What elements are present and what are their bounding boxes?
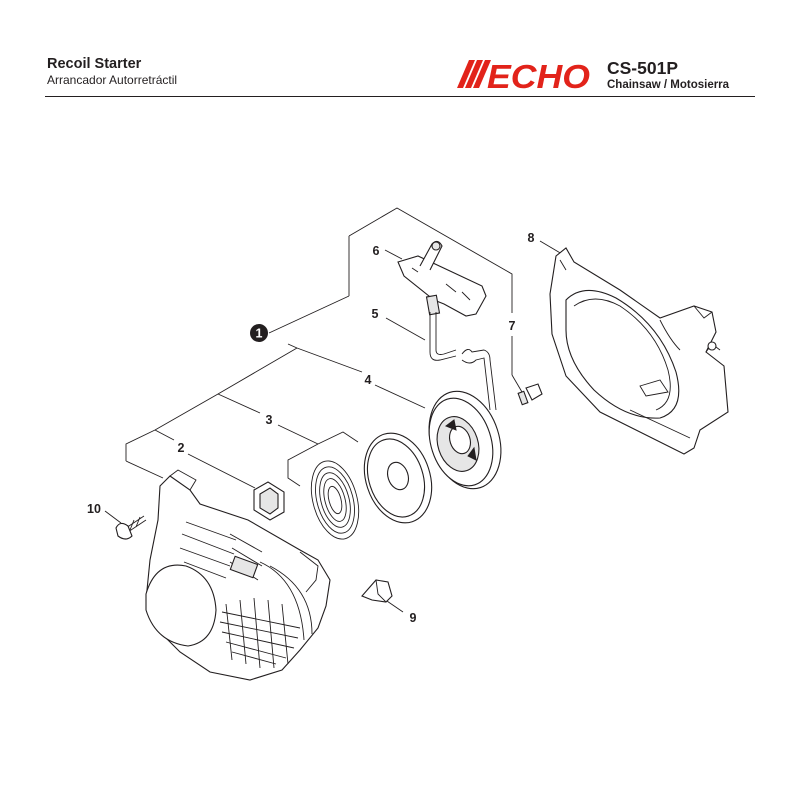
callout-10: 10 bbox=[87, 502, 101, 516]
leader-lines bbox=[104, 207, 563, 613]
bolt-10 bbox=[115, 515, 147, 540]
header-left: Recoil Starter Arrancador Autorretráctil bbox=[47, 56, 177, 88]
echo-logo: ECHO bbox=[457, 58, 590, 90]
assembly-marker bbox=[250, 324, 268, 342]
callout-6: 6 bbox=[373, 244, 380, 258]
rope-pulley bbox=[428, 390, 502, 490]
callout-7: 7 bbox=[509, 319, 516, 333]
callout-1: 1 bbox=[256, 327, 263, 341]
callout-5: 5 bbox=[372, 307, 379, 321]
callout-labels: 1 2 3 4 5 6 7 8 9 10 bbox=[87, 231, 534, 625]
starter-handle bbox=[397, 240, 487, 317]
clip-9 bbox=[361, 579, 393, 603]
starter-rope bbox=[429, 312, 497, 411]
fan-cover bbox=[549, 247, 729, 455]
callout-8: 8 bbox=[528, 231, 535, 245]
model-number: CS-501P bbox=[607, 58, 679, 78]
callout-2: 2 bbox=[178, 441, 185, 455]
header-rule bbox=[45, 96, 755, 97]
screw-7 bbox=[517, 383, 543, 406]
spring-case bbox=[363, 432, 433, 524]
starter-housing bbox=[145, 469, 331, 681]
header-right: CS-501P Chainsaw / Motosierra bbox=[607, 59, 729, 92]
callout-3: 3 bbox=[266, 413, 273, 427]
callout-4: 4 bbox=[365, 373, 372, 387]
callout-9: 9 bbox=[410, 611, 417, 625]
brand-wordmark: ECHO bbox=[487, 58, 590, 90]
rope-guide bbox=[253, 481, 285, 521]
product-name: Chainsaw / Motosierra bbox=[607, 79, 730, 91]
page-subtitle: Arrancador Autorretráctil bbox=[47, 73, 178, 87]
recoil-spring bbox=[310, 460, 360, 540]
page-title: Recoil Starter bbox=[47, 56, 142, 72]
